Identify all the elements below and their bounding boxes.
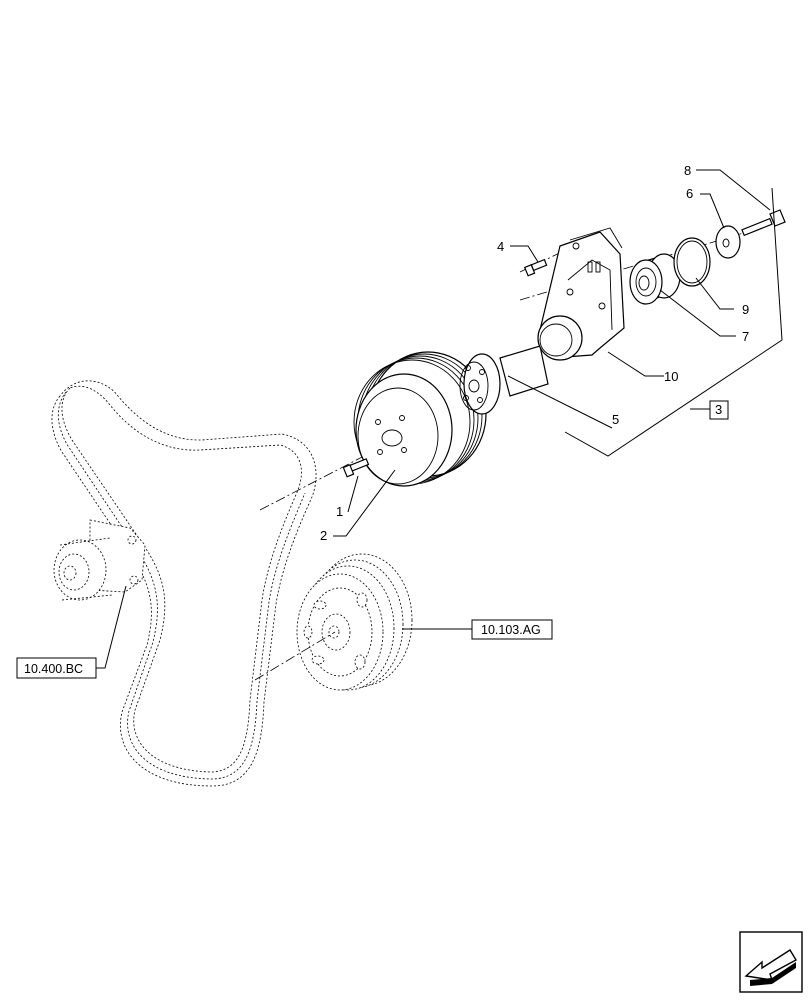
- callout-4: 4: [497, 239, 504, 254]
- callout-6: 6: [686, 186, 693, 201]
- callout-1: 1: [336, 504, 343, 519]
- callout-2: 2: [320, 528, 327, 543]
- callout-9: 9: [742, 302, 749, 317]
- washer: [715, 225, 741, 259]
- callout-3: 3: [715, 402, 722, 417]
- callout-7: 7: [742, 329, 749, 344]
- leader-lines: [96, 169, 771, 669]
- callout-5: 5: [612, 412, 619, 427]
- callout-10: 10: [664, 369, 678, 384]
- bolt-part-8: [741, 209, 786, 237]
- hub-flange: [459, 345, 549, 415]
- reference-water-pump: 10.400.BC: [24, 662, 83, 676]
- reference-crank-pulley: 10.103.AG: [481, 623, 541, 637]
- water-pump-ghost: [53, 519, 146, 601]
- idler-pulley: [353, 351, 487, 487]
- bearing: [629, 253, 681, 305]
- reference-box-crank-pulley[interactable]: 10.103.AG: [471, 619, 553, 640]
- reference-box-water-pump[interactable]: 10.400.BC: [16, 657, 97, 679]
- crank-pulley-ghost: [296, 553, 413, 691]
- callout-3-box: 3: [709, 400, 729, 420]
- bolt-part-4: [523, 258, 548, 277]
- callout-8: 8: [684, 163, 691, 178]
- navigation-arrow-icon[interactable]: [739, 931, 803, 993]
- snap-ring: [673, 237, 711, 287]
- bolt-part-1: [342, 458, 370, 478]
- tensioner-bracket: [537, 227, 625, 361]
- group-3-bracket: [564, 187, 783, 457]
